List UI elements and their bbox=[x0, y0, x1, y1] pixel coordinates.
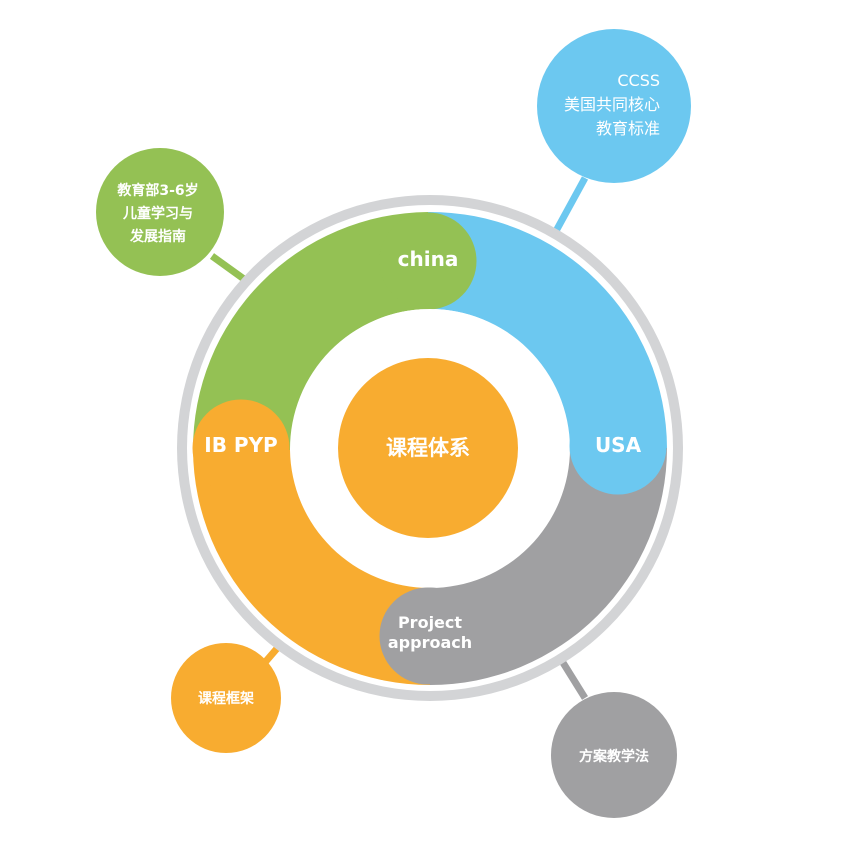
segment-ibpyp-cap bbox=[192, 399, 290, 497]
center-label: 课程体系 bbox=[386, 436, 470, 460]
bubble-usa-line2: 美国共同核心 bbox=[564, 95, 660, 114]
segment-usa-label: USA bbox=[595, 433, 642, 457]
segment-usa-cap bbox=[569, 397, 667, 495]
bubble-usa bbox=[537, 29, 691, 183]
bubble-china-line1: 教育部3-6岁 bbox=[117, 182, 198, 199]
bubble-china-line2: 儿童学习与 bbox=[122, 205, 193, 222]
segment-ibpyp bbox=[193, 450, 430, 685]
bubble-ibpyp-line1: 课程框架 bbox=[198, 690, 254, 707]
segment-project-cap-top bbox=[379, 587, 477, 685]
center-circle bbox=[338, 358, 518, 538]
segment-china-label: china bbox=[398, 247, 459, 271]
segment-usa bbox=[428, 211, 667, 448]
segment-project-label-line2: approach bbox=[388, 633, 472, 652]
segment-ibpyp-label: IB PYP bbox=[204, 433, 277, 457]
segment-project-label-line1: Project bbox=[398, 613, 462, 632]
bubble-usa-line1: CCSS bbox=[617, 71, 660, 90]
segment-china-cap-top bbox=[379, 212, 477, 310]
segment-china bbox=[192, 212, 428, 450]
bubble-usa-line3: 教育标准 bbox=[596, 119, 660, 138]
bubble-ibpyp bbox=[171, 643, 281, 753]
bubble-project-line1: 方案教学法 bbox=[579, 748, 649, 765]
bubble-china bbox=[96, 148, 224, 276]
segment-project bbox=[430, 448, 667, 685]
bubble-china-line3: 发展指南 bbox=[129, 228, 186, 245]
bubble-project bbox=[551, 692, 677, 818]
